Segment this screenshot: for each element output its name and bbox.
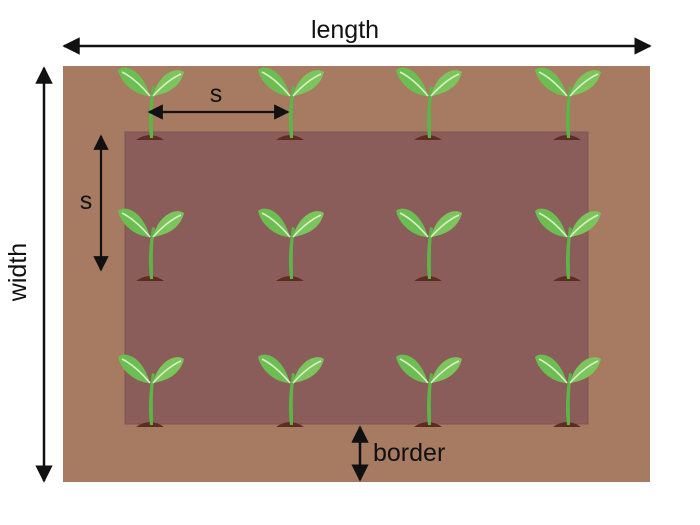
width-label: width bbox=[4, 243, 32, 302]
border-label: border bbox=[373, 439, 445, 467]
vertical-spacing-label: s bbox=[80, 187, 93, 215]
horizontal-spacing-label: s bbox=[210, 80, 223, 108]
inner-planting-area bbox=[124, 131, 589, 425]
length-label: length bbox=[311, 16, 379, 44]
